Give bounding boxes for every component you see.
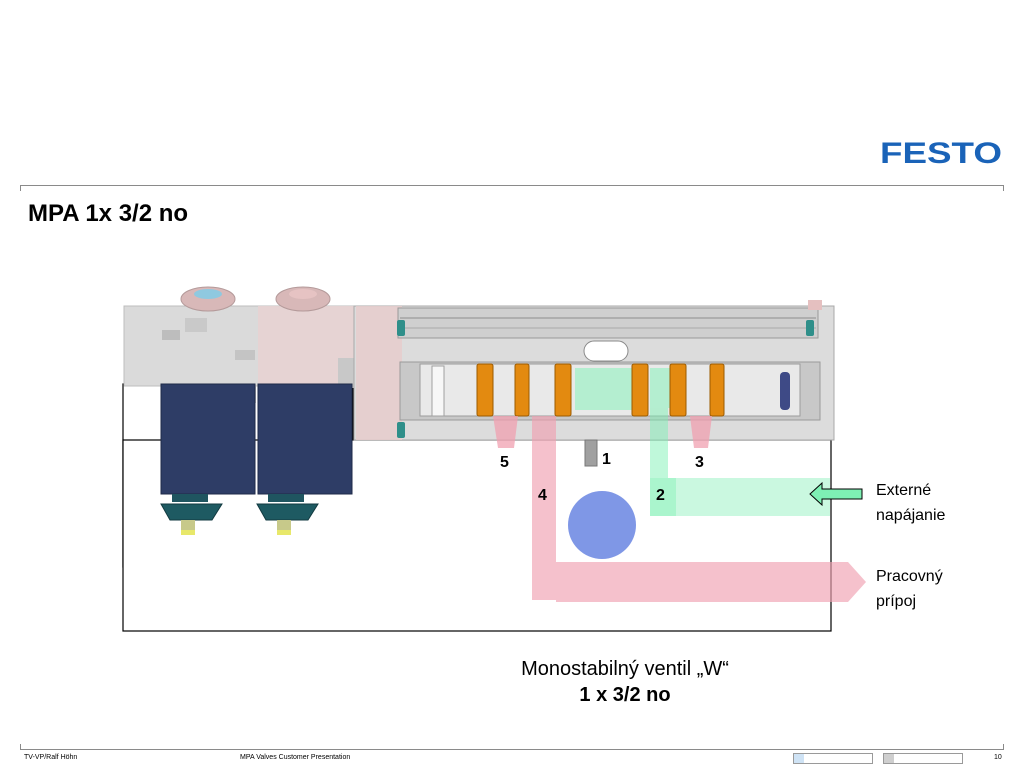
port-2-label: 2 — [656, 487, 665, 504]
port-3-label: 3 — [695, 454, 704, 471]
svg-text:FESTO: FESTO — [880, 138, 1002, 166]
flow-indicator — [568, 491, 636, 559]
slide-title: MPA 1x 3/2 no — [28, 200, 189, 227]
manual-override-left — [180, 286, 236, 312]
manual-override-right — [275, 286, 331, 312]
spool-seal — [709, 363, 725, 417]
spool-seal — [669, 363, 687, 417]
connector-right — [256, 494, 319, 535]
supply-port-stub — [584, 439, 598, 467]
spool-seal — [554, 363, 572, 417]
footer-bar-left — [793, 753, 873, 764]
external-supply-label: Externé napájanie — [876, 482, 946, 524]
pressure-flow — [650, 408, 830, 516]
connector-left — [160, 494, 223, 535]
supply-arrow — [809, 481, 863, 507]
footer-presentation: MPA Valves Customer Presentation — [240, 754, 351, 761]
spool-seal — [514, 363, 530, 417]
footer-divider — [20, 744, 1004, 750]
solenoid-coil-right — [257, 383, 353, 495]
spool-seal — [631, 363, 649, 417]
work-port-label: Pracovný prípoj — [876, 568, 943, 610]
valve-caption: Monostabilný ventil „W“ 1 x 3/2 no — [521, 658, 729, 706]
solenoid-coil-left — [160, 383, 256, 495]
exhaust-flow — [493, 416, 866, 602]
port-5-label: 5 — [500, 454, 509, 471]
footer-bar-right — [883, 753, 963, 764]
festo-logo: FESTO — [880, 137, 1004, 170]
footer-author: TV-VP/Ralf Höhn — [24, 754, 78, 761]
footer-page-number: 10 — [994, 754, 1002, 761]
port-4-label: 4 — [538, 487, 547, 504]
spool-seal — [476, 363, 494, 417]
header-divider — [20, 185, 1004, 191]
port-1-label: 1 — [602, 451, 611, 468]
